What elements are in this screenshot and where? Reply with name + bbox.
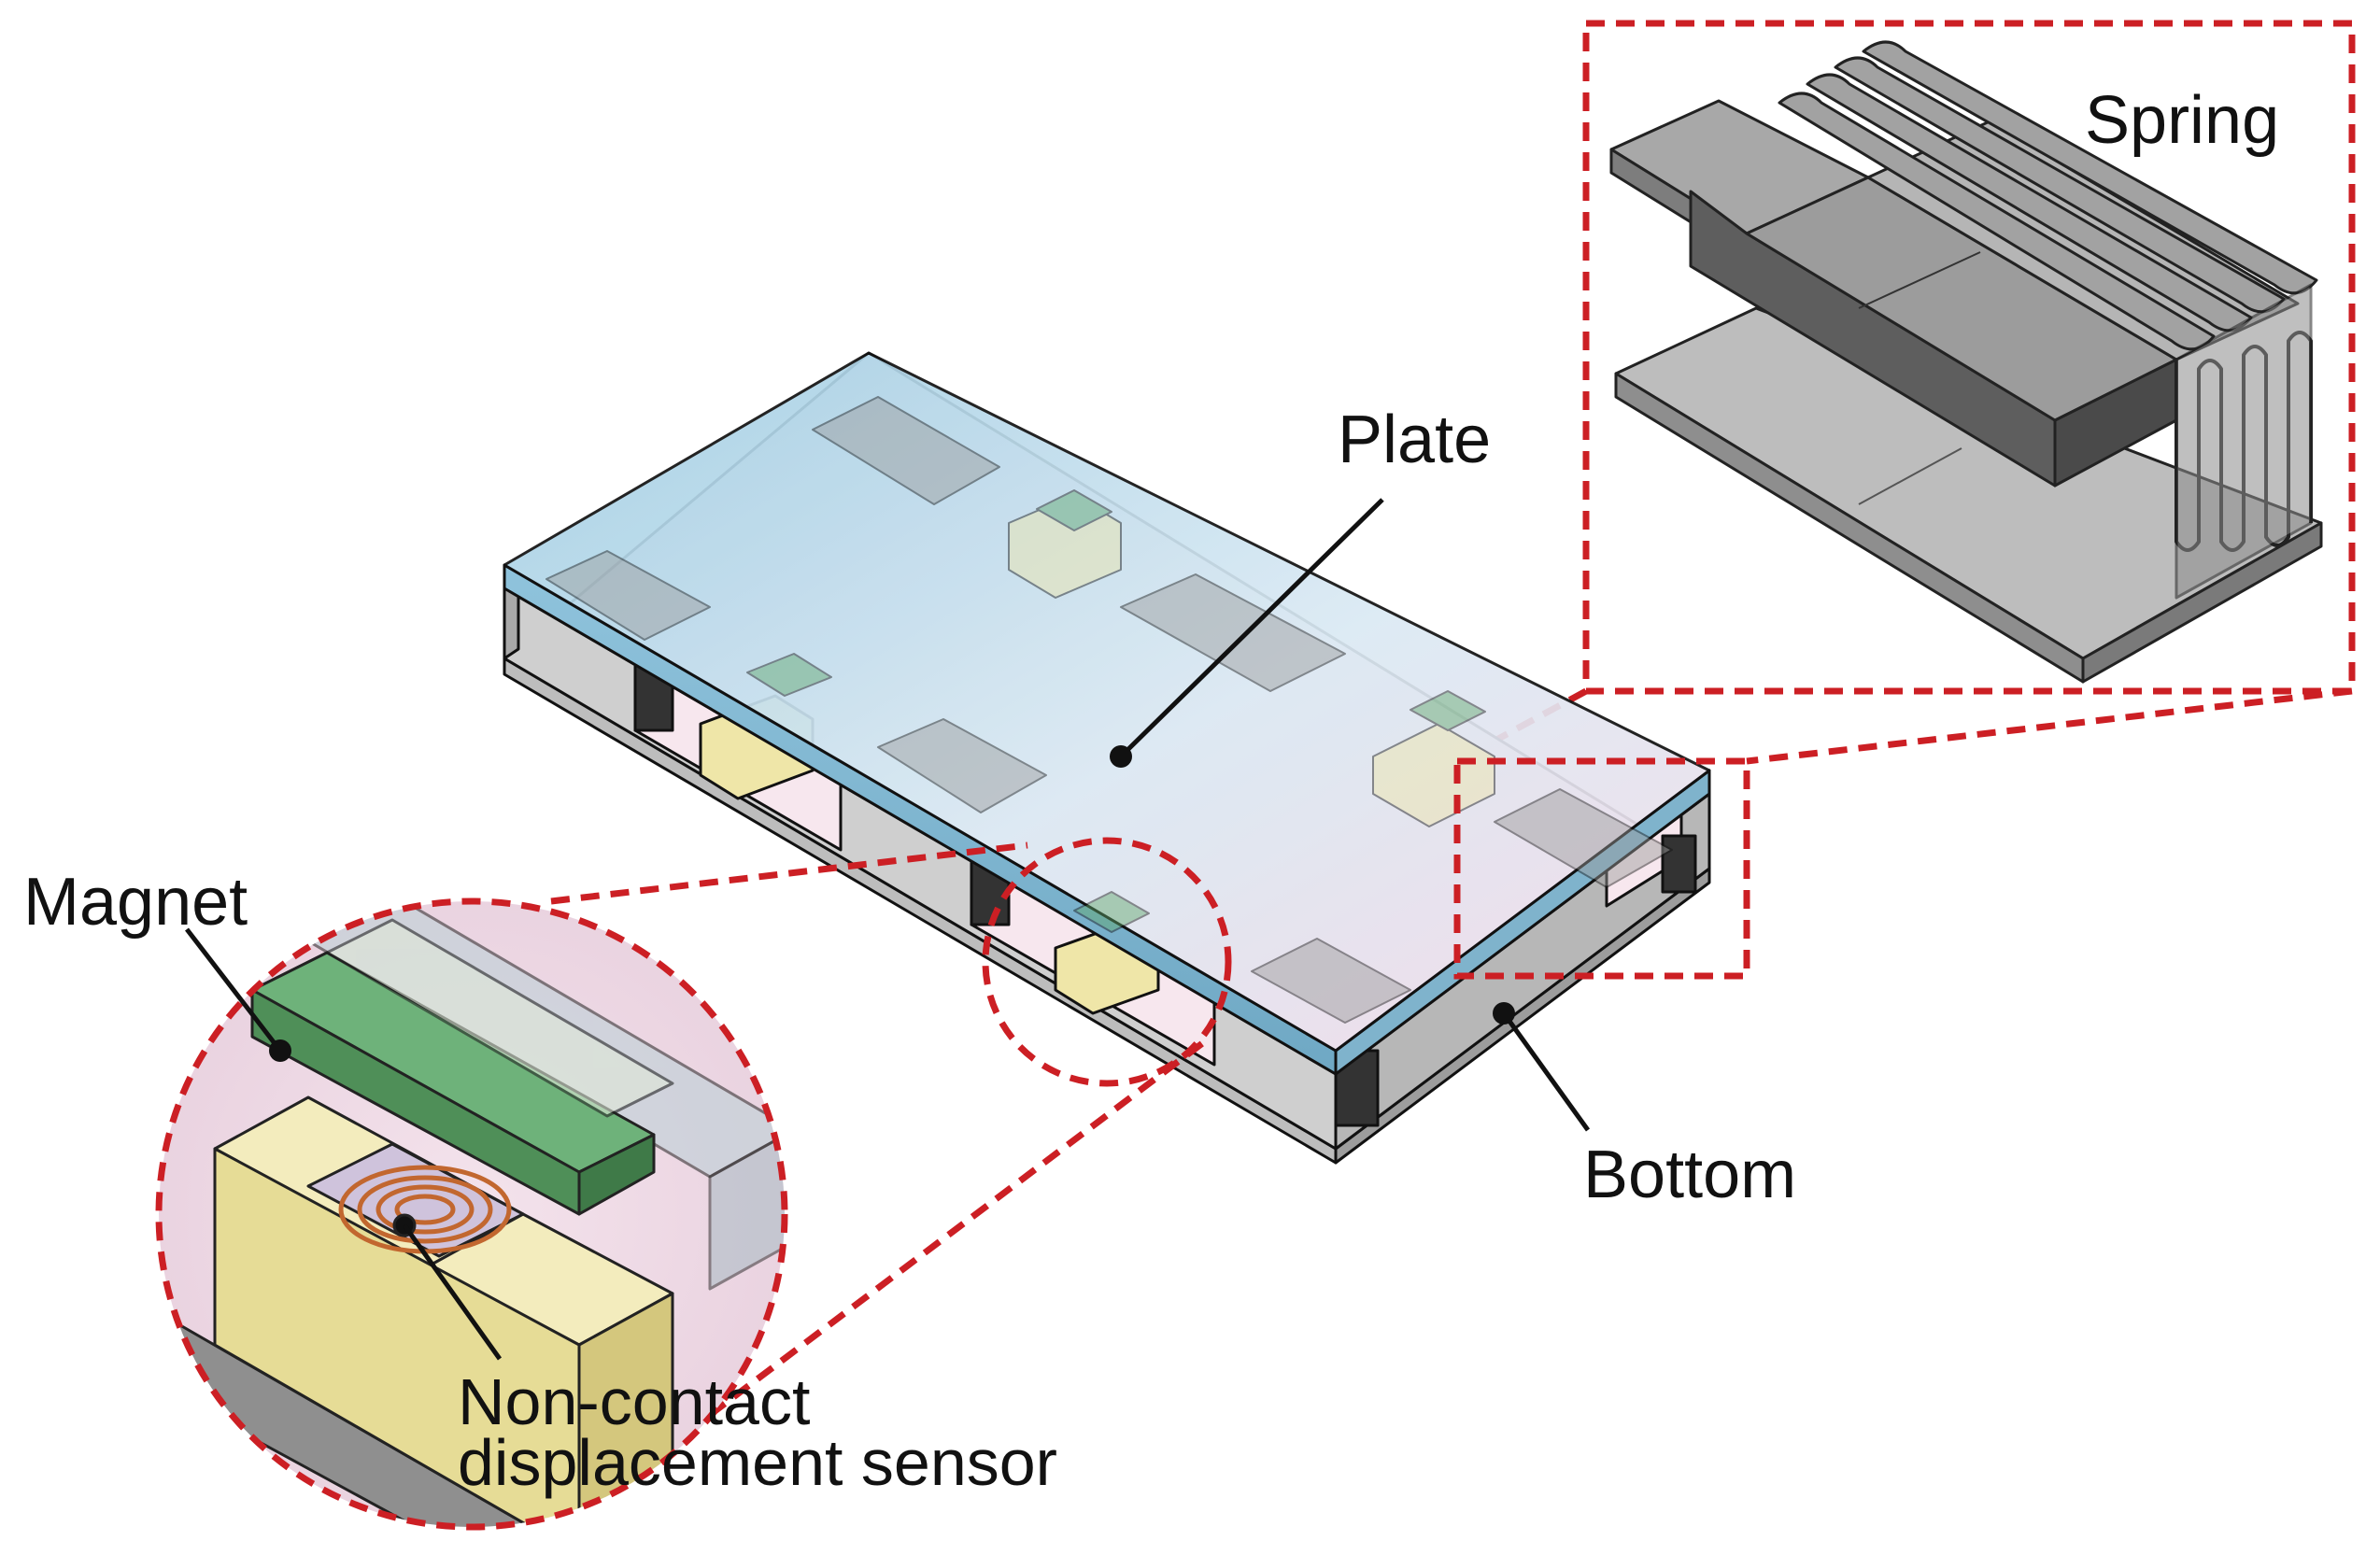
spring-illustration xyxy=(1609,40,2323,684)
spring-label: Spring xyxy=(2085,83,2279,158)
magnet-label: Magnet xyxy=(23,865,248,940)
bottom-label: Bottom xyxy=(1583,1138,1796,1212)
spring-location-box xyxy=(1453,757,1750,980)
plate-internals xyxy=(545,396,1673,1024)
plate-top xyxy=(503,351,1711,1053)
main-device xyxy=(503,351,1711,1165)
sensor-recess xyxy=(306,1142,525,1258)
sensor-block-front xyxy=(213,1147,581,1527)
plate-label: Plate xyxy=(1338,403,1491,477)
spring-leader-bottom xyxy=(1746,687,2353,765)
spring-callout: Spring xyxy=(1455,20,2356,765)
sensor-label-line1: Non-contact xyxy=(458,1365,810,1438)
bottom-pointer-dot xyxy=(1493,1002,1515,1025)
annotation-leaders xyxy=(185,498,1591,1361)
magnifier-circle xyxy=(155,898,788,1531)
magnifier-leader-bottom xyxy=(707,1039,1208,1418)
plate-pointer-dot xyxy=(1110,745,1132,768)
magnifier-leader-top xyxy=(550,841,1028,905)
sensor-label-line2: displacement sensor xyxy=(458,1426,1057,1499)
sensor-location-circle xyxy=(982,837,1232,1087)
magnet-pointer-dot xyxy=(269,1039,291,1062)
